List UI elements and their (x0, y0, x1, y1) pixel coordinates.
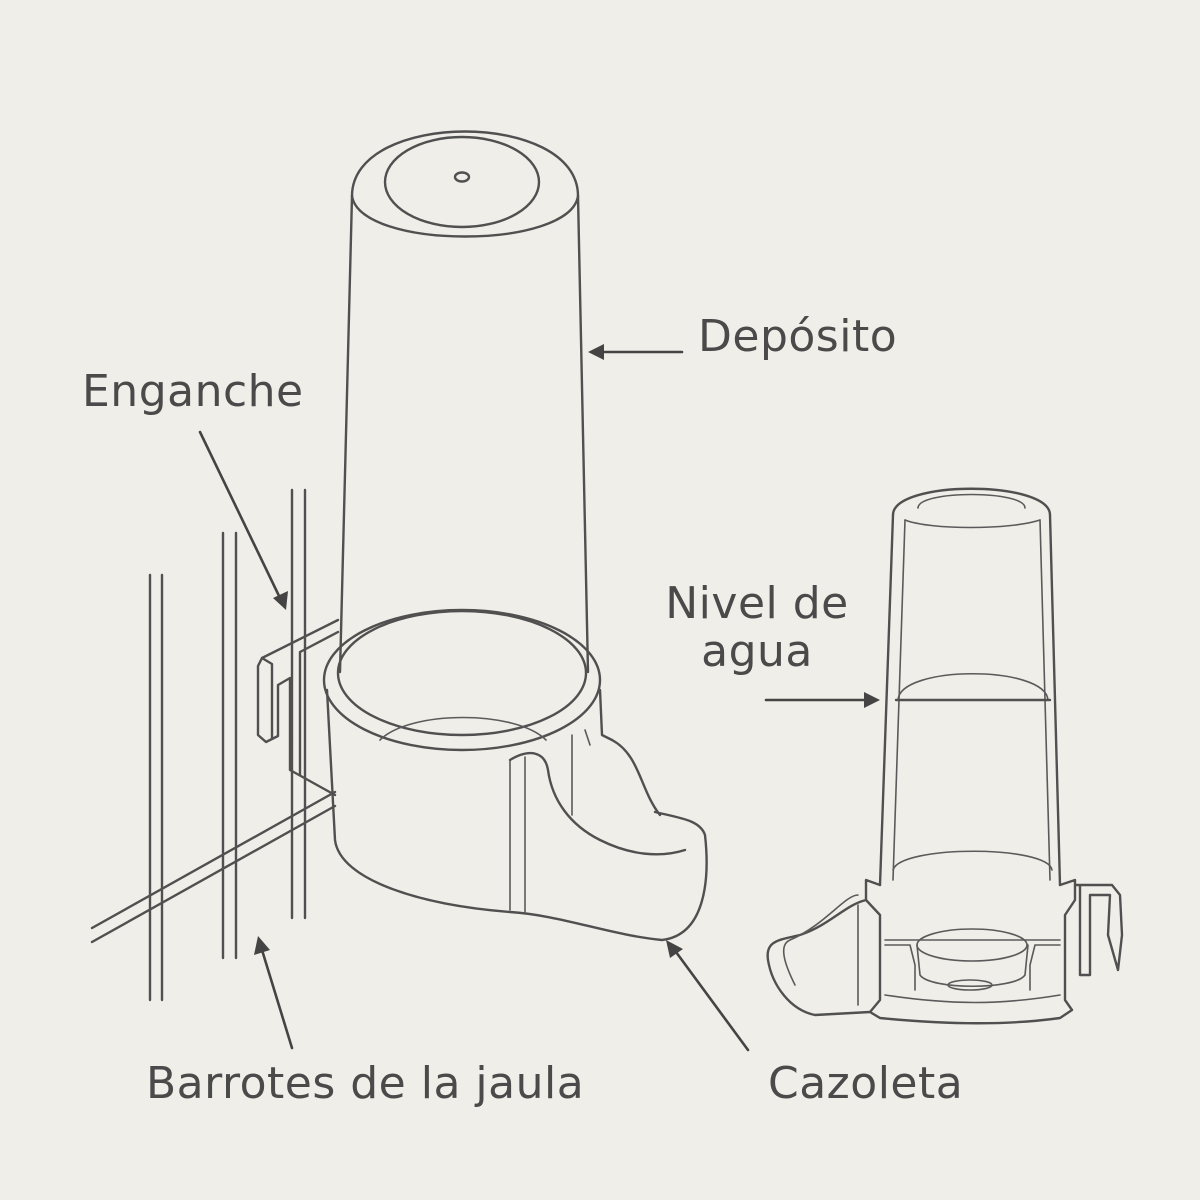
label-nivel-line2: agua (701, 626, 813, 677)
label-deposito: Depósito (698, 311, 898, 362)
arrow-enganche (198, 430, 288, 610)
label-nivel-de-agua: Nivel de agua (662, 580, 852, 676)
large-reservoir (338, 130, 590, 674)
large-cup-base (322, 608, 708, 942)
label-enganche: Enganche (82, 366, 304, 417)
cage-bars (90, 488, 337, 1002)
small-feeder (766, 487, 1124, 1025)
label-barrotes: Barrotes de la jaula (146, 1058, 585, 1109)
label-cazoleta: Cazoleta (768, 1058, 964, 1109)
label-nivel-line1: Nivel de (665, 578, 849, 629)
arrow-nivel (764, 692, 880, 708)
arrow-cazoleta (666, 940, 750, 1052)
arrow-deposito (588, 344, 684, 360)
hook-bracket (256, 618, 340, 797)
arrow-barrotes (254, 936, 294, 1050)
